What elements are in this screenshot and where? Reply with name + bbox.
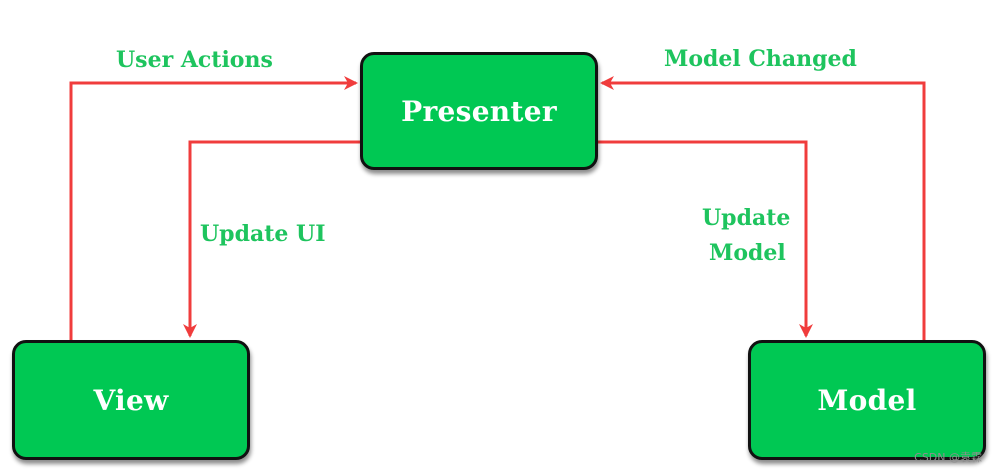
view-node: View [12, 340, 250, 460]
arrow-user-actions [69, 76, 358, 340]
arrow-model-changed [600, 76, 926, 340]
model-node: Model [748, 340, 986, 460]
presenter-node: Presenter [360, 52, 598, 170]
arrow-update-ui [183, 140, 360, 338]
update-model-label-line2: Model [709, 240, 786, 266]
view-label: View [93, 383, 169, 417]
presenter-label: Presenter [401, 94, 557, 128]
model-changed-label: Model Changed [664, 46, 857, 72]
watermark: CSDN @袁霖 [914, 451, 982, 464]
update-model-label-line1: Update [702, 205, 791, 231]
user-actions-label: User Actions [116, 47, 273, 73]
arrow-update-model [598, 140, 813, 338]
update-ui-label: Update UI [200, 221, 326, 247]
model-label: Model [817, 383, 917, 417]
